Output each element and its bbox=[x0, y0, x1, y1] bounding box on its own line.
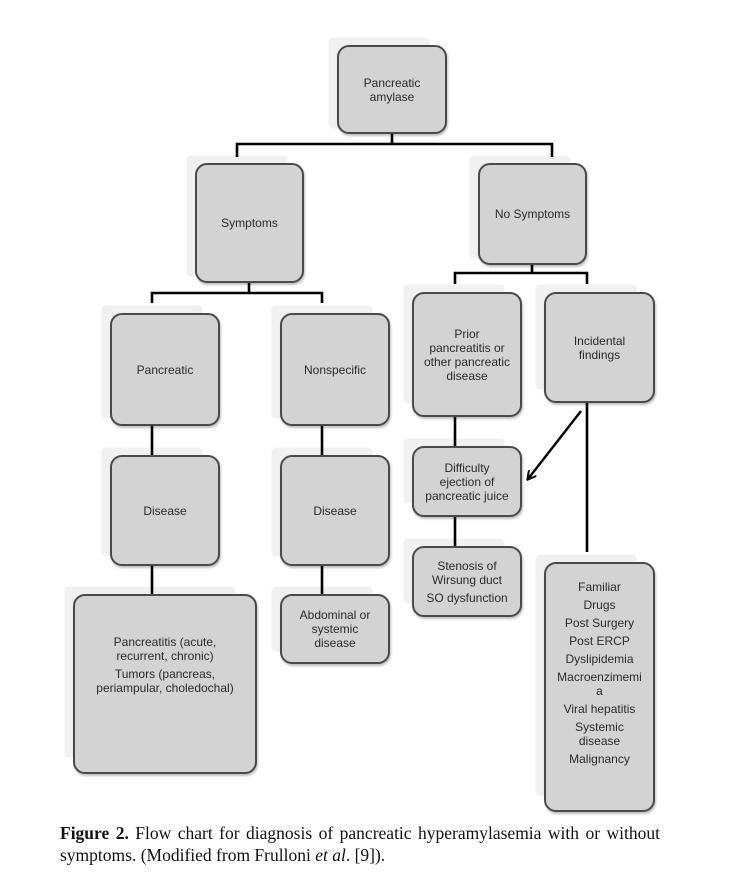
edge-symptoms-branch bbox=[150, 291, 324, 303]
node-text-line: Nonspecific bbox=[303, 362, 367, 377]
node-text-line: Post Surgery bbox=[564, 616, 635, 630]
node-text-line: systemic bbox=[311, 622, 359, 636]
node-text-line: Pancreatic bbox=[136, 362, 194, 377]
node-text-line: Incidental bbox=[573, 333, 626, 348]
caption-ref: . [9]). bbox=[345, 845, 386, 865]
node-symptoms: Symptoms bbox=[195, 163, 304, 283]
node-text-line: Dyslipidemia bbox=[565, 652, 634, 666]
caption-text: Flow chart for diagnosis of pancreatic h… bbox=[60, 823, 660, 865]
node-text-line: pancreatic juice bbox=[425, 488, 509, 503]
node-text-line: Pancreatic bbox=[363, 75, 421, 90]
node-text-line: Post ERCP bbox=[569, 634, 630, 648]
node-disease-left: Disease bbox=[110, 455, 220, 566]
node-text-line: Wirsung duct bbox=[431, 572, 503, 587]
node-text-line: Viral hepatitis bbox=[563, 702, 636, 716]
node-disease-right: Disease bbox=[280, 455, 390, 566]
node-text-line: Systemic bbox=[575, 720, 624, 734]
node-pancreatic: Pancreatic bbox=[110, 313, 220, 426]
node-text-line: Disease bbox=[313, 503, 357, 518]
node-text-line: Abdominal or bbox=[299, 608, 371, 622]
figure-caption: Figure 2. Flow chart for diagnosis of pa… bbox=[60, 822, 660, 866]
caption-et-al: et al bbox=[315, 845, 346, 865]
node-text-line: disease bbox=[446, 368, 488, 383]
node-text-line: periampular, choledochal) bbox=[96, 681, 234, 695]
node-text-line: other pancreatic bbox=[423, 354, 511, 369]
node-text-line: Macroenzimemi bbox=[557, 670, 642, 684]
node-text-line: No Symptoms bbox=[494, 207, 571, 221]
node-pancreatic-disease-list: Pancreatitis (acute,recurrent, chronic) T… bbox=[73, 594, 257, 774]
node-text-line: Tumors (pancreas, bbox=[114, 667, 216, 681]
edge-root-branch bbox=[235, 142, 554, 157]
node-text-line: Stenosis of bbox=[437, 558, 497, 573]
node-text-line: Drugs bbox=[583, 598, 616, 612]
caption-label: Figure 2. bbox=[60, 823, 129, 843]
node-text-line: a bbox=[596, 684, 603, 698]
node-text-line: Symptoms bbox=[221, 216, 278, 230]
node-text-line: Familiar bbox=[578, 580, 621, 594]
node-text-line: disease bbox=[578, 734, 621, 748]
node-text-line: amylase bbox=[369, 89, 415, 104]
node-nonspecific: Nonspecific bbox=[280, 313, 390, 426]
node-text-line: Difficulty bbox=[444, 460, 490, 475]
node-text-line: pancreatitis or bbox=[429, 340, 505, 355]
node-text-line: SO dysfunction bbox=[426, 590, 508, 605]
node-text-line: Pancreatitis (acute, bbox=[113, 635, 217, 649]
edge-incidental-to-difficulty-arrow bbox=[528, 410, 582, 479]
node-text-line: disease bbox=[314, 636, 356, 650]
node-text-line: ejection of bbox=[439, 474, 495, 489]
node-text-line: Prior bbox=[454, 326, 480, 341]
node-text-line: Disease bbox=[143, 503, 187, 518]
node-text-line: Malignancy bbox=[569, 752, 630, 766]
node-text-line: recurrent, chronic) bbox=[116, 649, 214, 663]
node-text-line: findings bbox=[578, 347, 621, 362]
node-no-symptoms: No Symptoms bbox=[478, 163, 587, 265]
edge-no-symptoms-branch bbox=[453, 271, 589, 284]
